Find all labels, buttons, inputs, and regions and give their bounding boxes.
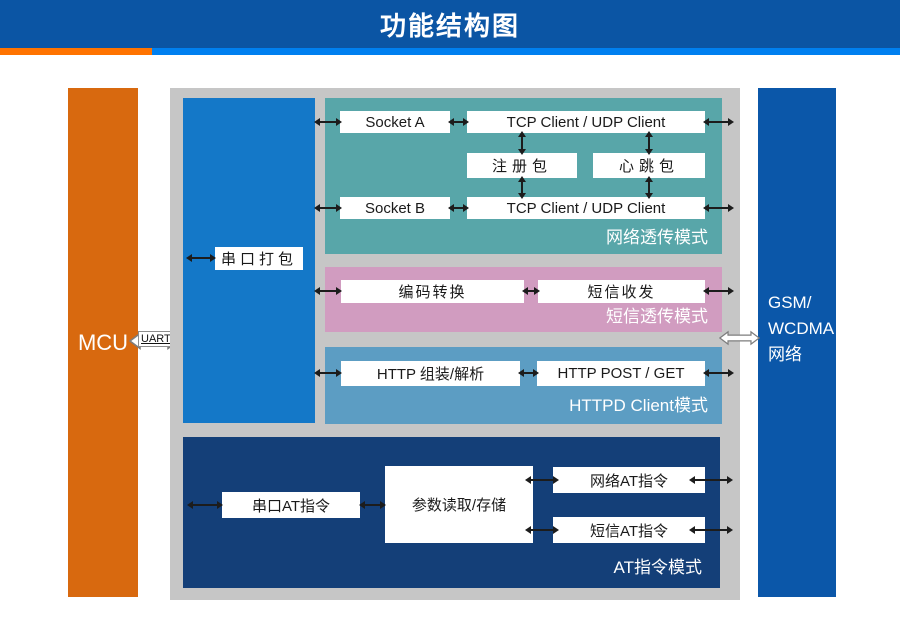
gsm-network-block: GSM/ WCDMA 网络: [758, 88, 836, 597]
param-read-store-box: 参数读取/存储: [385, 466, 533, 543]
arrow-register-up: [518, 131, 526, 155]
arrow-serial-at-to-param: [359, 501, 386, 509]
arrow-postget-out: [703, 369, 734, 377]
gsm-link-arrow: [718, 327, 761, 354]
tcp-udp-client-a-box: TCP Client / UDP Client: [467, 111, 705, 133]
arrow-register-down: [518, 176, 526, 199]
accent-strip-orange: [0, 48, 152, 55]
sms-send-receive-box: 短信收发: [538, 280, 705, 303]
socket-b-box: Socket B: [340, 197, 450, 219]
uart-arrow: UART: [128, 328, 180, 354]
encoding-convert-box: 编码转换: [341, 280, 524, 303]
network-at-box: 网络AT指令: [553, 467, 705, 493]
socket-a-box: Socket A: [340, 111, 450, 133]
gsm-network-label: GSM/ WCDMA 网络: [768, 290, 834, 368]
gsm-line1: GSM/: [768, 293, 812, 312]
serial-at-box: 串口AT指令: [222, 492, 360, 518]
header-bar: 功能结构图: [0, 0, 900, 48]
arrow-param-to-sms-at: [525, 526, 559, 534]
arrow-tcp-a-out: [703, 118, 734, 126]
arrow-http-to-postget: [518, 369, 539, 377]
accent-strip-blue: [152, 48, 900, 55]
at-mode-label: AT指令模式: [613, 558, 702, 577]
page-title: 功能结构图: [379, 10, 520, 41]
arrow-col-to-socket-a: [314, 118, 342, 126]
arrow-socket-b-to-tcp: [448, 204, 469, 212]
sms-mode-label: 短信透传模式: [606, 307, 708, 326]
mcu-block: MCU: [68, 88, 138, 597]
heartbeat-packet-box: 心跳包: [593, 153, 705, 178]
uart-label: UART: [138, 331, 174, 347]
register-packet-box: 注册包: [467, 153, 577, 178]
arrow-col-to-http: [314, 369, 342, 377]
gsm-line3: 网络: [768, 345, 802, 364]
arrow-socket-a-to-tcp: [448, 118, 469, 126]
arrow-param-to-network-at: [525, 476, 559, 484]
mcu-label: MCU: [77, 330, 129, 355]
arrow-sms-out: [703, 287, 734, 295]
tcp-udp-client-b-box: TCP Client / UDP Client: [467, 197, 705, 219]
arrow-encoding-to-sms: [522, 287, 540, 295]
arrow-network-at-out: [689, 476, 733, 484]
serial-pack-box: 串口打包: [215, 247, 303, 270]
arrow-heartbeat-up: [645, 131, 653, 155]
gsm-line2: WCDMA: [768, 319, 835, 338]
arrow-sms-at-out: [689, 526, 733, 534]
arrow-panel-to-serial-at: [187, 501, 223, 509]
http-assemble-parse-box: HTTP 组装/解析: [341, 361, 520, 386]
http-post-get-box: HTTP POST / GET: [537, 361, 705, 386]
arrow-col-to-serial-pack: [186, 254, 216, 262]
double-arrow-icon: [718, 330, 761, 346]
sms-at-box: 短信AT指令: [553, 517, 705, 543]
network-mode-label: 网络透传模式: [606, 228, 708, 247]
arrow-col-to-socket-b: [314, 204, 342, 212]
arrow-tcp-b-out: [703, 204, 734, 212]
arrow-heartbeat-down: [645, 176, 653, 199]
arrow-col-to-encoding: [314, 287, 342, 295]
httpd-mode-label: HTTPD Client模式: [569, 396, 708, 415]
